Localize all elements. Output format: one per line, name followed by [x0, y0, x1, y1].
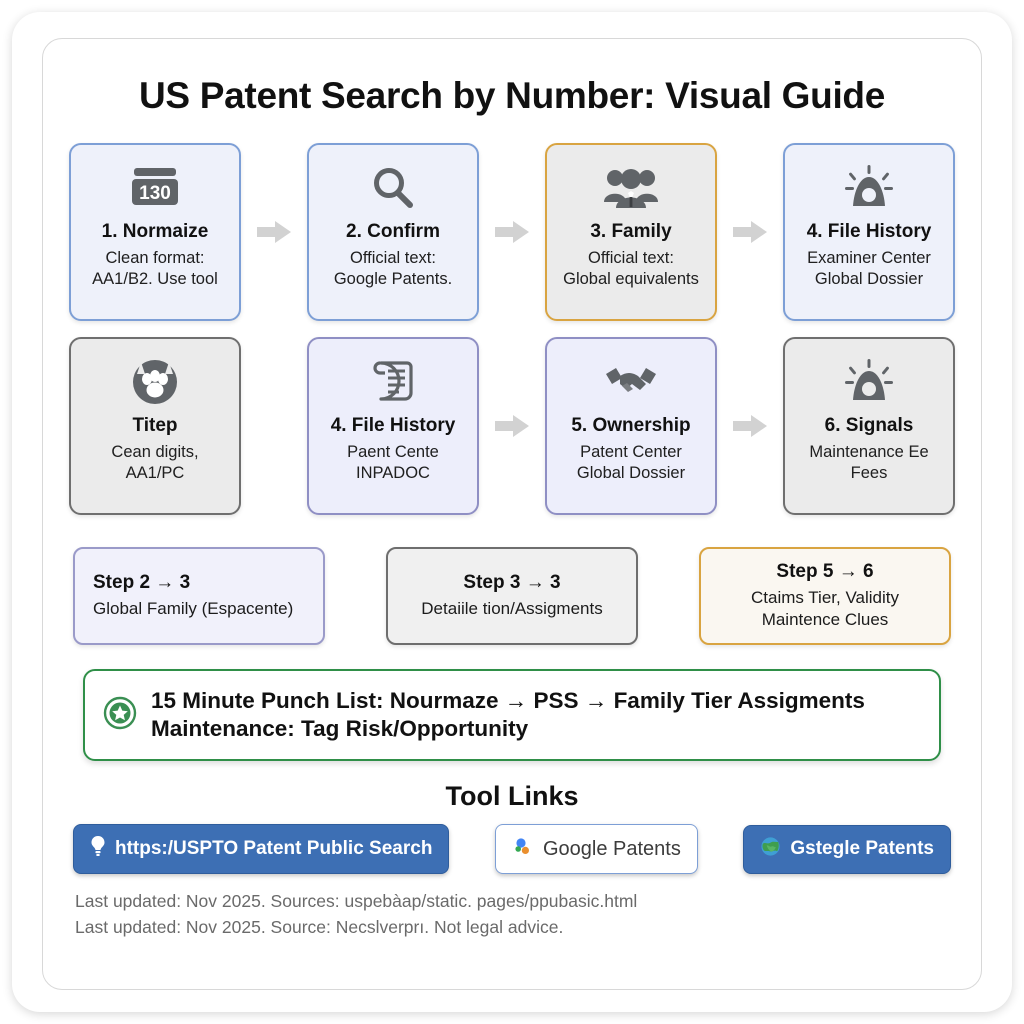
flow-card-line1: Cean digits,	[111, 442, 199, 461]
browser-counter-icon: 130	[128, 161, 182, 215]
flow-card-titep[interactable]: Titep Cean digits, AA1/PC	[69, 337, 241, 515]
alarm-light-icon	[843, 161, 895, 215]
punch-list-line2: Maintenance: Tag Risk/Opportunity	[151, 716, 529, 742]
steps-row: Step 2 → 3 Global Family (Espacente) Ste…	[69, 547, 955, 646]
flow-card-line2: Global Dossier	[576, 463, 686, 482]
step-box-title: Step 5 → 6	[776, 561, 874, 582]
flow-card-line1: Maintenance Ee	[809, 442, 929, 461]
paw-print-icon	[131, 355, 179, 409]
flow-card-title: 2. Confirm	[346, 221, 440, 242]
flow-card-family[interactable]: 3. Family Official text: Global equivale…	[545, 143, 717, 321]
step-box-title: Step 2 → 3	[93, 572, 191, 594]
flow-row-1: 130 1. Normaize Clean format: AA1/B2. Us…	[69, 143, 955, 321]
scroll-document-icon	[369, 355, 417, 409]
flow-card-line2: Fees	[850, 463, 888, 482]
badge-star-icon	[103, 696, 137, 735]
uspto-button-label: https:/USPTO Patent Public Search	[115, 838, 433, 860]
outer-card: US Patent Search by Number: Visual Guide…	[12, 12, 1012, 1012]
flow-card-confirm[interactable]: 2. Confirm Official text: Google Patents…	[307, 143, 479, 321]
arrow-right-icon	[254, 218, 294, 246]
tool-links-row: https:/USPTO Patent Public Search Google…	[69, 824, 955, 875]
search-icon	[369, 161, 417, 215]
flow-card-line1: Official text:	[588, 248, 674, 267]
flow-card-line2: AA1/PC	[125, 463, 185, 482]
google-patents-button-label: Google Patents	[542, 837, 681, 860]
svg-text:130: 130	[139, 183, 171, 204]
flow-card-line1: Examiner Center	[807, 248, 931, 267]
flow-card-line1: Patent Center	[580, 442, 682, 461]
gstegle-patents-button-label: Gstegle Patents	[790, 838, 934, 860]
people-group-icon	[603, 161, 659, 215]
flow-row-2: Titep Cean digits, AA1/PC	[69, 337, 955, 515]
flow-card-file-history[interactable]: 4. File History Paent Cente INPADOC	[307, 337, 479, 515]
flow-card-line2: INPADOC	[356, 463, 430, 482]
step-box-title: Step 3 → 3	[463, 572, 561, 594]
google-patents-button[interactable]: Google Patents	[494, 824, 698, 875]
flow-card-line1: Paent Cente	[347, 442, 439, 461]
arrow-spacer	[254, 412, 294, 440]
flow-card-line2: Google Patents.	[333, 269, 453, 288]
lightbulb-icon	[90, 835, 106, 863]
arrow-right-icon	[730, 412, 770, 440]
flow-card-title: Titep	[132, 415, 178, 436]
flow-card-ownership[interactable]: 5. Ownership Patent Center Global Dossie…	[545, 337, 717, 515]
punch-list-line1: 15 Minute Punch List: Nourmaze → PSS → F…	[151, 688, 865, 714]
flow-card-line2: AA1/B2. Use tool	[92, 269, 218, 288]
step-box-line2: Maintence Clues	[761, 610, 889, 630]
inner-panel: US Patent Search by Number: Visual Guide…	[42, 38, 982, 990]
footer-line-1: Last updated: Nov 2025. Sources: uspebàa…	[75, 891, 638, 912]
page-title: US Patent Search by Number: Visual Guide	[138, 75, 886, 116]
flow-card-line1: Clean format:	[105, 248, 205, 267]
punch-list-text: 15 Minute Punch List: Nourmaze → PSS → F…	[151, 687, 865, 743]
flow-card-line1: Official text:	[350, 248, 436, 267]
step-box-line1: Global Family (Espacente)	[93, 599, 294, 619]
flow-card-title: 4. File History	[330, 415, 456, 436]
flow-card-normalize[interactable]: 130 1. Normaize Clean format: AA1/B2. Us…	[69, 143, 241, 321]
alarm-light-icon	[843, 355, 895, 409]
arrow-right-icon	[730, 218, 770, 246]
flow-card-line2: Global equivalents	[563, 269, 699, 288]
footer: Last updated: Nov 2025. Sources: uspebàa…	[69, 888, 955, 941]
flow-card-file-history-top[interactable]: 4. File History Examiner Center Global D…	[783, 143, 955, 321]
arrow-right-icon	[492, 412, 532, 440]
flow-card-title: 6. Signals	[824, 415, 914, 436]
arrow-right-icon	[492, 218, 532, 246]
handshake-icon	[602, 355, 660, 409]
google-g-icon	[512, 835, 534, 863]
tool-links-heading: Tool Links	[445, 781, 579, 812]
step-box-2-3[interactable]: Step 2 → 3 Global Family (Espacente)	[73, 547, 325, 646]
flow-card-line2: Global Dossier	[814, 269, 924, 288]
flow-card-signals[interactable]: 6. Signals Maintenance Ee Fees	[783, 337, 955, 515]
step-box-3-3[interactable]: Step 3 → 3 Detaiile tion/Assigments	[386, 547, 638, 646]
step-box-line1: Detaiile tion/Assigments	[421, 599, 603, 619]
flow-card-title: 5. Ownership	[571, 415, 691, 436]
punch-list-banner: 15 Minute Punch List: Nourmaze → PSS → F…	[83, 669, 941, 762]
globe-icon	[760, 836, 781, 863]
step-box-line1: Ctaims Tier, Validity	[750, 588, 899, 607]
footer-line-2: Last updated: Nov 2025. Source: Necslver…	[75, 917, 564, 938]
step-box-5-6[interactable]: Step 5 → 6 Ctaims Tier, Validity Mainten…	[699, 547, 951, 646]
flow-card-title: 3. Family	[590, 221, 672, 242]
flow-card-title: 4. File History	[806, 221, 932, 242]
flow-card-title: 1. Normaize	[101, 221, 209, 242]
gstegle-patents-button[interactable]: Gstegle Patents	[743, 824, 951, 874]
uspto-patent-public-search-button[interactable]: https:/USPTO Patent Public Search	[73, 824, 450, 875]
